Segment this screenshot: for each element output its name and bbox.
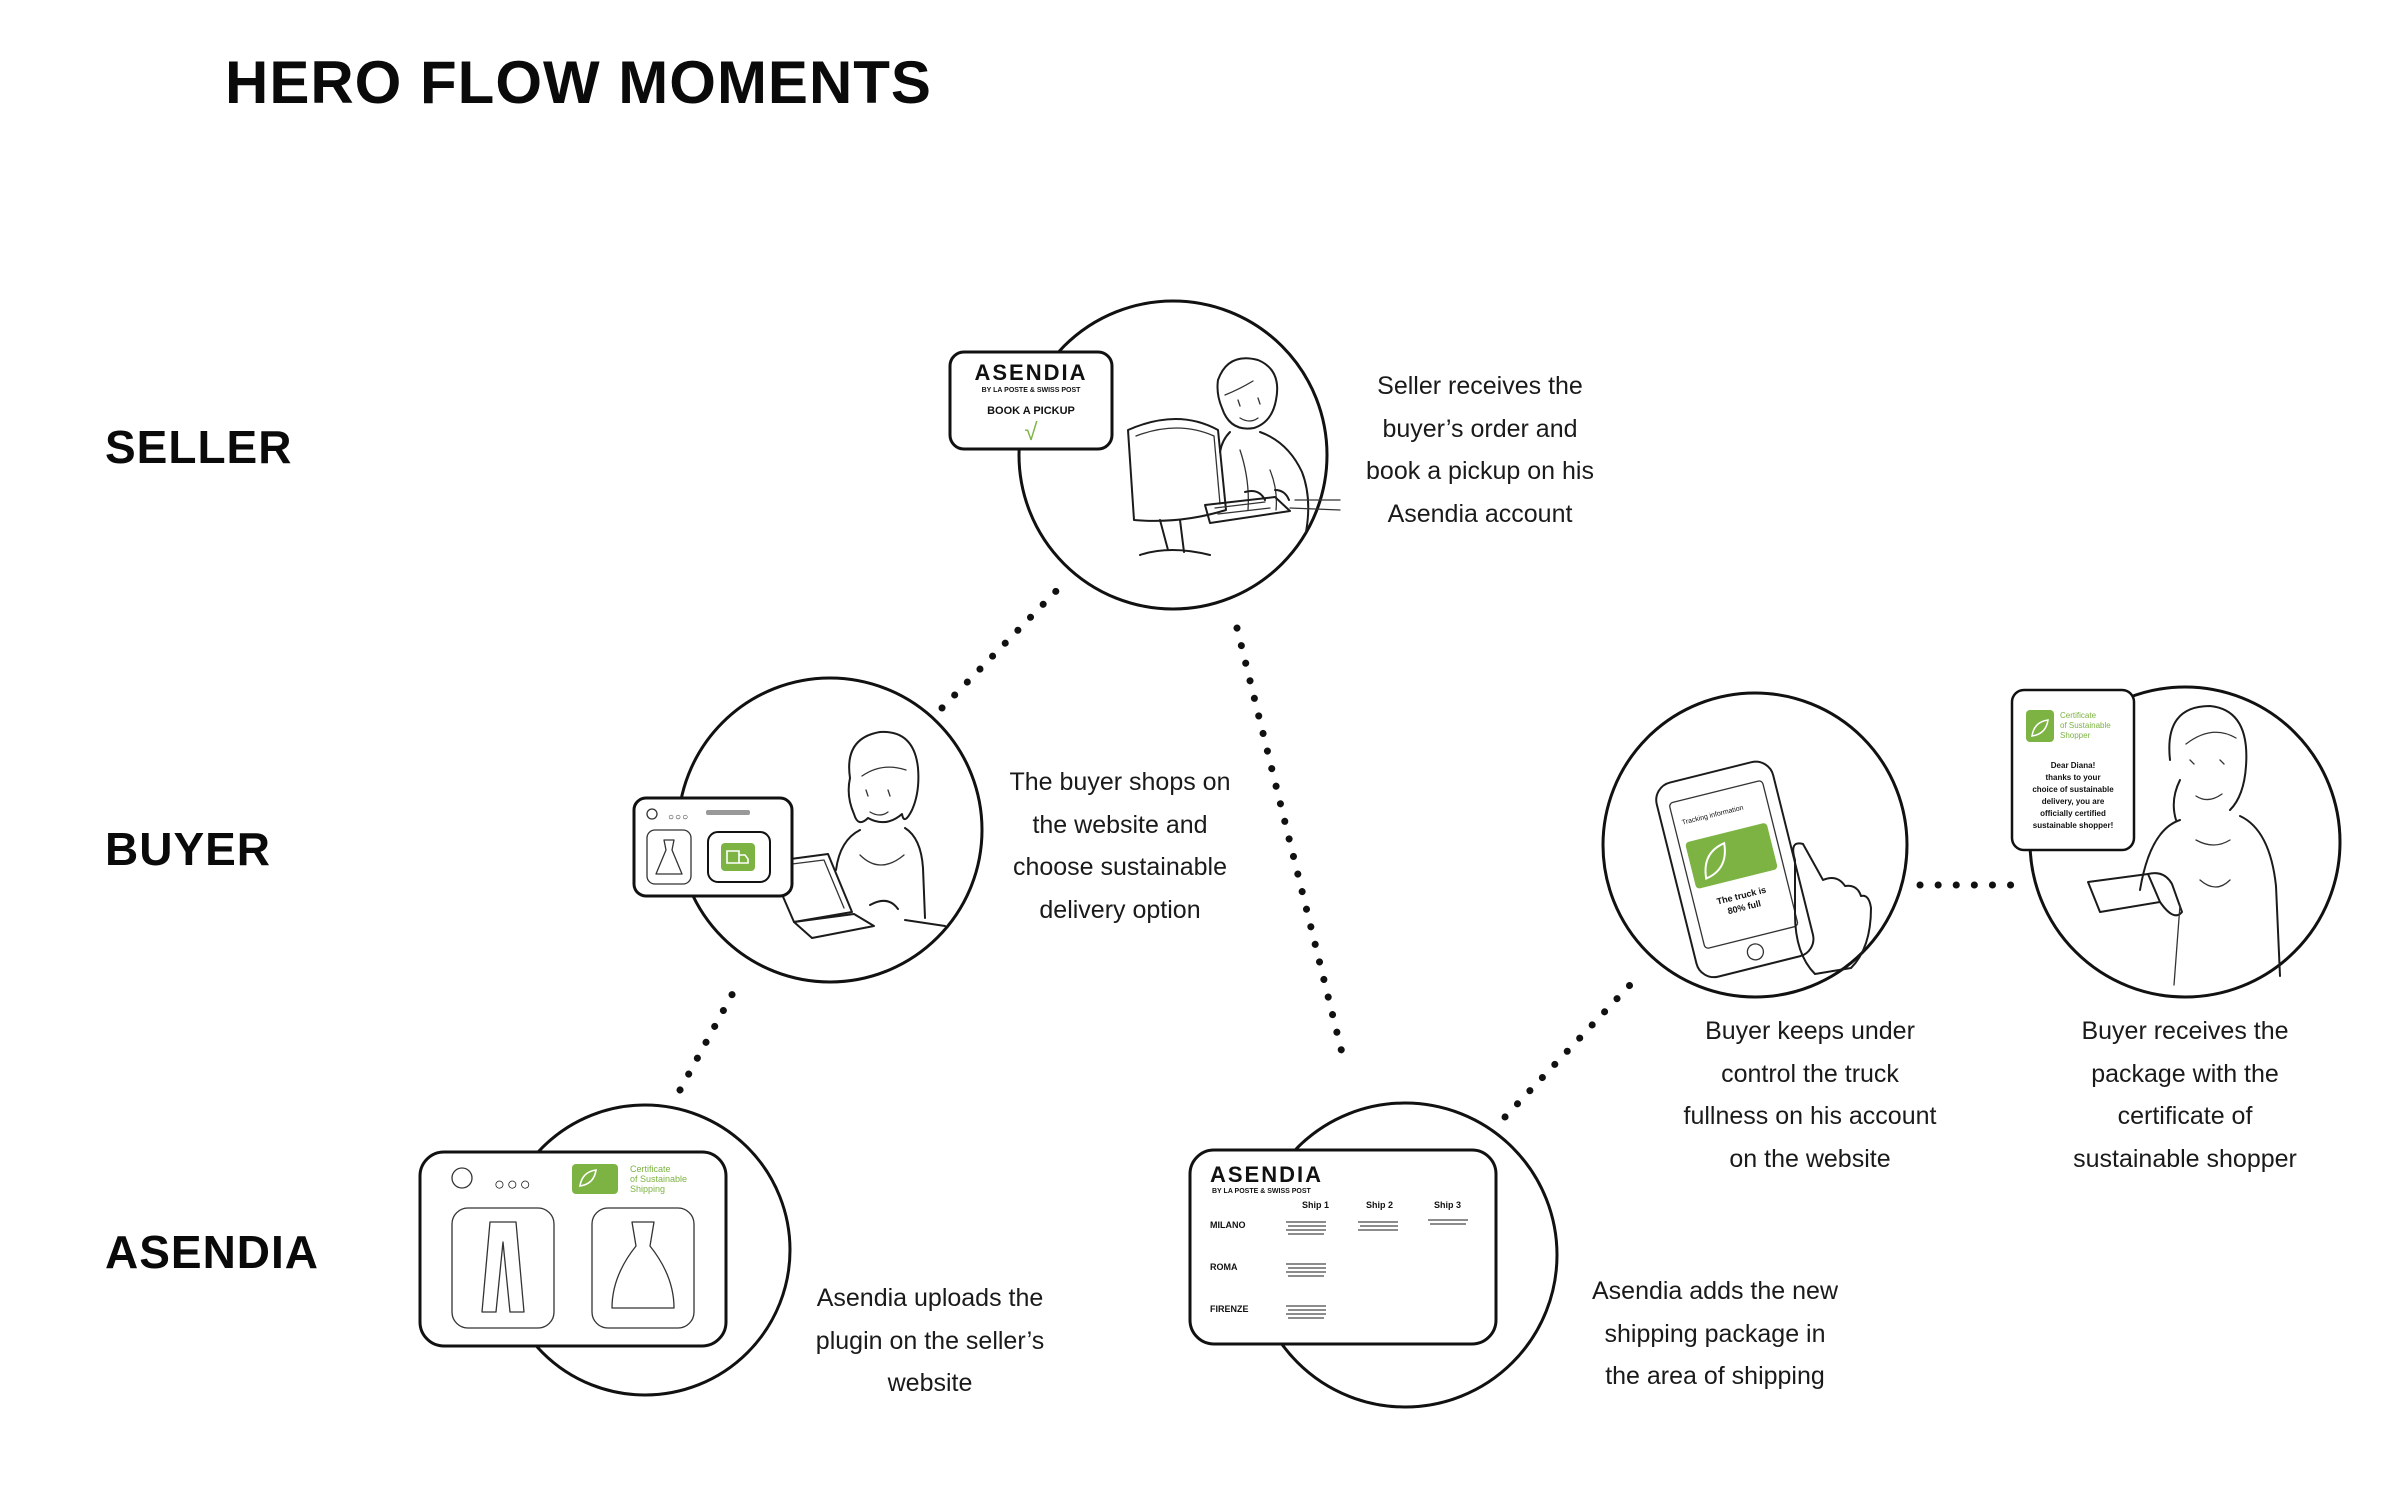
shipment-scribbles [1286,1219,1468,1319]
row-roma: ROMA [1210,1262,1238,1272]
lane-label-buyer: BUYER [105,823,272,875]
plugin-cert-line-2: of Sustainable [630,1174,687,1184]
caption-line: Seller receives the [1377,372,1583,400]
connector-seller-to-package [1233,624,1349,1069]
connectors [676,581,2019,1121]
trousers-icon [481,1221,525,1313]
shopper-cert-line-3: Shopper [2060,731,2091,740]
leaf-icon [579,1169,597,1187]
caption-asendia-plugin: Asendia uploads the plugin on the seller… [785,1277,1075,1405]
step-asendia-plugin: ○○○ Certificate of Sustainable Shipping [418,1103,792,1397]
shop-card-dots: ○○○ [668,812,689,823]
column-ship-2: Ship 2 [1366,1200,1393,1210]
cert-message-4: delivery, you are [2042,797,2105,806]
cert-message-5: officially certified [2040,809,2106,818]
row-milano: MILANO [1210,1220,1246,1230]
plugin-radio-icon [451,1167,473,1189]
caption-line: control the truck [1721,1059,1899,1088]
caption-line: book a pickup on his [1366,457,1594,485]
caption-line: buyer’s order and [1382,414,1578,443]
lane-label-seller: SELLER [105,421,293,473]
radio-icon [646,808,658,820]
shipping-table-card [1188,1148,1498,1346]
plugin-card-dots: ○○○ [494,1174,533,1194]
truck-icon [726,850,749,864]
shop-card-bar [706,810,750,815]
shopper-cert-line-1: Certificate [2060,711,2097,720]
caption-line: package with the [2091,1059,2279,1088]
pickup-card [948,350,1114,451]
pickup-card-sub: BY LA POSTE & SWISS POST [982,387,1082,394]
lane-label-asendia: ASENDIA [105,1226,320,1278]
certificate-bag-badge [2026,710,2054,742]
column-ship-1: Ship 1 [1302,1200,1329,1210]
caption-buyer-track: Buyer keeps under control the truck full… [1660,1010,1960,1180]
caption-line: the area of shipping [1605,1362,1825,1390]
caption-line: website [887,1369,973,1397]
caption-line: fullness on his account [1683,1102,1937,1130]
caption-line: The buyer shops on [1009,768,1231,796]
caption-line: the website and [1032,810,1208,839]
shopper-cert-line-2: of Sustainable [2060,721,2111,730]
page-title: HERO FLOW MOMENTS [225,49,932,116]
step-buyer-shop: ○○○ [632,676,984,984]
bag-leaf-icon [2031,719,2049,737]
cert-message-2: thanks to your [2045,773,2100,782]
caption-line: shipping package in [1604,1319,1826,1348]
caption-line: Buyer receives the [2081,1017,2289,1045]
plugin-cert-line-3: Shipping [630,1184,665,1194]
plugin-truck-badge [572,1164,618,1194]
receiver-illustration [2087,705,2281,986]
step-buyer-track: Tracking information The truck is 80% fu… [1601,691,1909,999]
shipping-card-sub: BY LA POSTE & SWISS POST [1212,1188,1312,1195]
caption-line: delivery option [1039,895,1201,924]
product-tile-trousers [451,1207,555,1329]
pickup-card-brand: ASENDIA [974,360,1087,385]
product-tile-dress [646,829,692,885]
phone-leaf-icon [1704,841,1726,881]
row-firenze: FIRENZE [1210,1304,1249,1314]
connector-plugin-to-buyer [676,976,744,1094]
caption-seller-pickup: Seller receives the buyer’s order and bo… [1335,365,1625,535]
step-seller-pickup: ASENDIA BY LA POSTE & SWISS POST BOOK A … [948,299,1341,611]
caption-buyer-receive: Buyer receives the package with the cert… [2035,1010,2335,1180]
caption-line: plugin on the seller’s [815,1326,1045,1355]
caption-line: certificate of [2117,1102,2253,1130]
cert-message-1: Dear Diana! [2051,761,2095,770]
seller-circle [1017,299,1329,611]
buyer-shop-illustration [767,730,946,939]
column-ship-3: Ship 3 [1434,1200,1461,1210]
caption-line: Asendia uploads the [816,1284,1044,1312]
dress-icon [655,839,683,875]
connector-package-to-track [1501,981,1634,1121]
check-icon: √ [1024,419,1038,446]
cert-message-6: sustainable shopper! [2033,821,2113,830]
plugin-cert-line-1: Certificate [630,1164,671,1174]
step-buyer-receive: Certificate of Sustainable Shopper Dear … [2010,685,2342,999]
caption-line: Buyer keeps under [1705,1017,1915,1045]
caption-line: on the website [1729,1144,1891,1173]
cert-message-3: choice of sustainable [2032,785,2114,794]
caption-line: Asendia adds the new [1591,1277,1838,1305]
connector-buyer-to-seller [938,581,1066,712]
truck-status-badge [1685,823,1778,889]
caption-line: Asendia account [1387,499,1573,528]
caption-line: sustainable shopper [2073,1144,2297,1173]
hand-illustration [1792,842,1872,975]
step-asendia-package: ASENDIA BY LA POSTE & SWISS POST Ship 1 … [1188,1101,1559,1409]
truck-badge [721,843,755,871]
caption-line: choose sustainable [1012,853,1228,881]
seller-illustration [1127,357,1341,556]
caption-asendia-package: Asendia adds the new shipping package in… [1570,1270,1860,1398]
shipping-card-brand: ASENDIA [1210,1162,1323,1187]
plugin-card [418,1150,728,1348]
dress-large-icon [611,1221,675,1309]
caption-buyer-shop: The buyer shops on the website and choos… [975,761,1265,931]
product-tile-dress-large [591,1207,695,1329]
book-pickup-label: BOOK A PICKUP [987,405,1075,417]
